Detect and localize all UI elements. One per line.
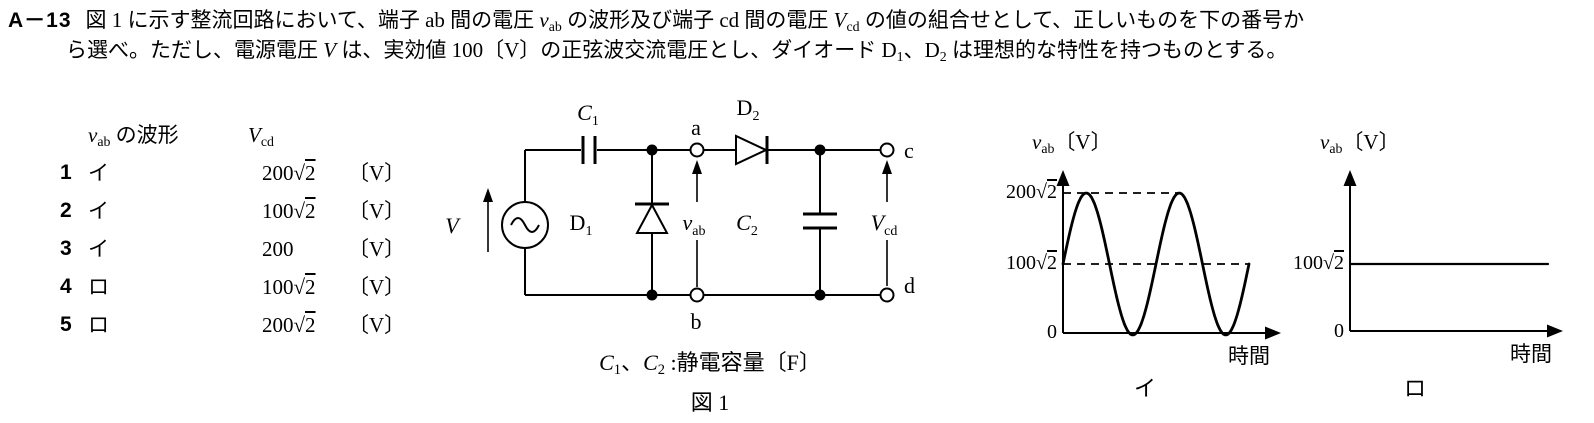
diode-d2-icon	[735, 134, 769, 166]
graph-i-name: イ	[1133, 376, 1156, 401]
waveform-graph-i	[1056, 170, 1281, 340]
choice-waveform: ロ	[88, 313, 109, 337]
terminal-d	[879, 287, 895, 303]
column-header-vcd: Vcd	[248, 123, 274, 149]
circuit-caption: C1、C2 :静電容量〔F〕	[599, 350, 821, 379]
choice-number: 4	[60, 275, 72, 298]
terminal-a-label: a	[691, 115, 701, 140]
terminal-c-label: c	[904, 138, 914, 163]
choice-waveform: イ	[88, 161, 109, 185]
graph-ro-xlabel: 時間	[1510, 342, 1552, 366]
diode-d1-icon	[635, 202, 669, 234]
graph-ro-tick-zero: 0	[1334, 320, 1344, 342]
choice-waveform: イ	[88, 199, 109, 223]
choice-vcd-value: 200	[262, 237, 294, 261]
choice-vcd-value: 200√2	[262, 313, 316, 337]
terminal-b	[689, 287, 705, 303]
choice-vcd-unit: 〔V〕	[348, 275, 406, 299]
circuit-diagram: V C1 D1 D2 C2 vab Vcd a b c d	[445, 95, 915, 334]
choice-vcd-value: 100√2	[262, 275, 316, 299]
question-line-2: ら選べ。ただし、電源電圧 V は、実効値 100〔V〕の正弦波交流電圧とし、ダイ…	[66, 35, 1287, 72]
choice-number: 5	[60, 313, 72, 336]
vab-label: vab	[683, 210, 706, 239]
choice-vcd-value: 100√2	[262, 199, 316, 223]
table-row: 3 イ 200 〔V〕	[60, 230, 420, 268]
terminal-a	[689, 142, 705, 158]
choice-number: 3	[60, 237, 72, 260]
vcd-label: Vcd	[871, 210, 898, 239]
graph-i-tick-200sqrt2: 200√2	[1006, 181, 1057, 203]
column-header-waveform: vab の波形	[88, 123, 179, 149]
terminal-c	[879, 142, 895, 158]
table-row: 4 ロ 100√2 〔V〕	[60, 268, 420, 306]
junction-node	[646, 144, 658, 156]
graph-i-xlabel: 時間	[1228, 344, 1270, 368]
choice-number: 1	[60, 161, 72, 184]
capacitor-c2-label: C2	[736, 210, 758, 239]
y-axis-arrowhead-icon	[1056, 170, 1070, 186]
choice-waveform: イ	[88, 237, 109, 261]
question-text-2: ら選べ。ただし、電源電圧 V は、実効値 100〔V〕の正弦波交流電圧とし、ダイ…	[66, 38, 1288, 64]
x-axis-arrowhead-icon	[1547, 324, 1563, 338]
figure-label: 図 1	[690, 390, 730, 415]
choice-vcd-unit: 〔V〕	[348, 313, 406, 337]
vab-arrowhead-icon	[692, 160, 702, 174]
graph-ro-ylabel: vab〔V〕	[1320, 130, 1400, 156]
sine-curve	[1061, 191, 1251, 337]
capacitor-c1-label: C1	[577, 100, 599, 129]
graph-i-ylabel: vab〔V〕	[1032, 130, 1112, 156]
choice-vcd-value: 200√2	[262, 161, 316, 185]
diode-d2-label: D2	[737, 95, 760, 124]
question-text-1: 図 1 に示す整流回路において、端子 ab 間の電圧 vab の波形及び端子 c…	[85, 8, 1305, 34]
x-axis-arrowhead-icon	[1265, 326, 1281, 340]
answer-table: vab の波形 Vcd 1 イ 200√2 〔V〕 2 イ 100√2 〔V〕 3 …	[60, 116, 420, 344]
junction-node	[646, 289, 658, 301]
choice-number: 2	[60, 199, 72, 222]
question-line-1: A－13 図 1 に示す整流回路において、端子 ab 間の電圧 vab の波形及び…	[8, 5, 1304, 42]
choice-vcd-unit: 〔V〕	[348, 237, 406, 261]
graph-ro-name: ロ	[1403, 376, 1426, 401]
diode-d1-label: D1	[570, 210, 593, 239]
sine-symbol-icon	[510, 217, 540, 233]
source-voltage-label: V	[445, 213, 461, 238]
table-row: 2 イ 100√2 〔V〕	[60, 192, 420, 230]
question-number: A－13	[8, 9, 72, 32]
terminal-b-label: b	[691, 309, 702, 334]
choice-vcd-unit: 〔V〕	[348, 161, 406, 185]
graph-ro-tick-100sqrt2: 100√2	[1293, 252, 1344, 274]
junction-node	[814, 289, 826, 301]
vcd-arrowhead-icon	[882, 160, 892, 174]
y-axis-arrowhead-icon	[1343, 170, 1357, 186]
choice-waveform: ロ	[88, 275, 109, 299]
graph-i-tick-100sqrt2: 100√2	[1006, 252, 1057, 274]
source-voltage-arrowhead-icon	[483, 188, 493, 202]
table-header-row: vab の波形 Vcd	[60, 116, 420, 154]
table-row: 1 イ 200√2 〔V〕	[60, 154, 420, 192]
waveform-graph-ro	[1343, 170, 1563, 338]
terminal-d-label: d	[904, 273, 915, 298]
graph-i-tick-zero: 0	[1047, 321, 1057, 343]
table-row: 5 ロ 200√2 〔V〕	[60, 306, 420, 344]
choice-vcd-unit: 〔V〕	[348, 199, 406, 223]
junction-node	[814, 144, 826, 156]
